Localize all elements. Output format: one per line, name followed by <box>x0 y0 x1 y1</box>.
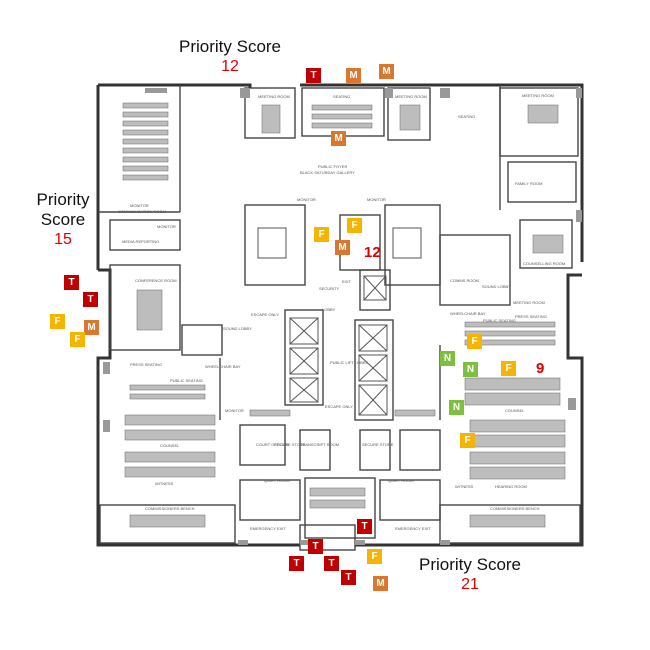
marker-t[interactable]: T <box>306 68 321 83</box>
room-label: EMERGENCY EXIT <box>395 526 431 531</box>
priority-score-center-value: 12 <box>364 244 381 261</box>
room-label: PUBLIC SEATING <box>483 318 516 323</box>
room-label: COUNSEL <box>160 443 180 448</box>
room-label: SECURITY <box>319 286 340 291</box>
room-label: PUBLIC FOYER <box>318 164 347 169</box>
priority-score-value: 21 <box>461 576 479 593</box>
marker-f[interactable]: F <box>347 218 362 233</box>
marker-t[interactable]: T <box>308 539 323 554</box>
room-label: WHEELCHAIR BAY <box>205 364 241 369</box>
room-label: COURT OFFICER <box>256 442 289 447</box>
marker-t[interactable]: T <box>357 519 372 534</box>
room-label: QUIET ROOM <box>388 478 414 483</box>
room-label: COUNSELLING ROOM <box>523 261 565 266</box>
priority-score-top: Priority Score 12 <box>170 37 290 77</box>
priority-score-title-line2: Score <box>40 210 86 229</box>
room-label: LOBBY <box>322 307 336 312</box>
room-label: HEARING ROOM <box>495 484 527 489</box>
room-label: MEDIA REPORTING <box>122 239 159 244</box>
room-label: PRESS SEATING <box>515 314 547 319</box>
priority-score-right-value: 9 <box>536 360 545 377</box>
room-label: MONITOR <box>367 197 386 202</box>
marker-f[interactable]: F <box>367 549 382 564</box>
room-label: SECURE STORE <box>362 442 394 447</box>
room-label: EXIT <box>342 279 351 284</box>
room-label: COMMISSIONERS BENCH <box>490 506 540 511</box>
room-label: PUBLIC SEATING <box>170 378 203 383</box>
room-label: COMMISSIONERS BENCH <box>145 506 195 511</box>
priority-score-title: Priority Score <box>418 555 522 574</box>
marker-t[interactable]: T <box>64 275 79 290</box>
room-label: WITNESS <box>455 484 474 489</box>
marker-f[interactable]: F <box>70 332 85 347</box>
marker-f[interactable]: F <box>460 433 475 448</box>
room-labels: MEETING ROOM SEATING MEETING ROOM SEATIN… <box>118 93 565 531</box>
room-label: CONFERENCE ROOM <box>135 278 177 283</box>
priority-score-title-line1: Priority <box>36 190 90 209</box>
room-label: MONITOR <box>225 408 244 413</box>
marker-m[interactable]: M <box>84 320 99 335</box>
room-label: ESCAPE ONLY <box>325 404 353 409</box>
room-label: SEATING <box>458 114 475 119</box>
room-label: WHEELCHAIR BAY <box>450 311 486 316</box>
priority-score-left: Priority Score 15 <box>18 190 108 250</box>
room-label: COMMS ROOM <box>450 278 479 283</box>
room-label: SEATING <box>333 94 350 99</box>
marker-t[interactable]: T <box>83 292 98 307</box>
marker-f[interactable]: F <box>314 227 329 242</box>
room-label: MEETING ROOM <box>395 94 427 99</box>
room-label: SECURE STORE <box>274 442 306 447</box>
marker-t[interactable]: T <box>341 570 356 585</box>
marker-m[interactable]: M <box>346 68 361 83</box>
marker-t[interactable]: T <box>324 556 339 571</box>
marker-n[interactable]: N <box>449 400 464 415</box>
room-label: COUNSEL <box>505 408 525 413</box>
room-label: WITNESS <box>155 481 174 486</box>
marker-t[interactable]: T <box>289 556 304 571</box>
marker-f[interactable]: F <box>50 314 65 329</box>
inner-walls <box>98 85 581 551</box>
room-label: EMERGENCY EXIT <box>250 526 286 531</box>
outer-walls <box>96 83 584 547</box>
marker-m[interactable]: M <box>373 576 388 591</box>
marker-m[interactable]: M <box>379 64 394 79</box>
room-label: MEETING ROOM <box>258 94 290 99</box>
room-label: MONITOR <box>157 224 176 229</box>
marker-f[interactable]: F <box>467 334 482 349</box>
room-label: PUBLIC LIFT LOBBY <box>330 360 368 365</box>
room-label: COMMUNICATION ROOM <box>118 209 166 214</box>
marker-n[interactable]: N <box>463 362 478 377</box>
marker-m[interactable]: M <box>335 240 350 255</box>
priority-score-title: Priority Score <box>178 37 282 56</box>
furniture <box>122 102 566 528</box>
room-label: BLACK SATURDAY GALLERY <box>300 170 355 175</box>
priority-score-bottom: Priority Score 21 <box>405 555 535 595</box>
lift-shafts <box>257 227 422 416</box>
marker-m[interactable]: M <box>331 131 346 146</box>
room-label: MEETING ROOM <box>513 300 545 305</box>
marker-f[interactable]: F <box>501 361 516 376</box>
room-label: SOUND LOBBY <box>223 326 252 331</box>
room-label: ESCAPE ONLY <box>251 312 279 317</box>
room-label: PRESS SEATING <box>130 362 162 367</box>
priority-score-value: 15 <box>54 231 72 248</box>
room-label: QUIET ROOM <box>264 478 290 483</box>
room-label: MONITOR <box>130 203 149 208</box>
room-label: SOUND LOBBY <box>482 284 511 289</box>
marker-n[interactable]: N <box>440 351 455 366</box>
priority-score-value: 12 <box>221 58 239 75</box>
room-label: MEETING ROOM <box>522 93 554 98</box>
room-label: FAMILY ROOM <box>515 181 542 186</box>
room-label: TRANSCRIPT ROOM <box>300 442 339 447</box>
columns <box>103 88 582 545</box>
room-label: MONITOR <box>297 197 316 202</box>
